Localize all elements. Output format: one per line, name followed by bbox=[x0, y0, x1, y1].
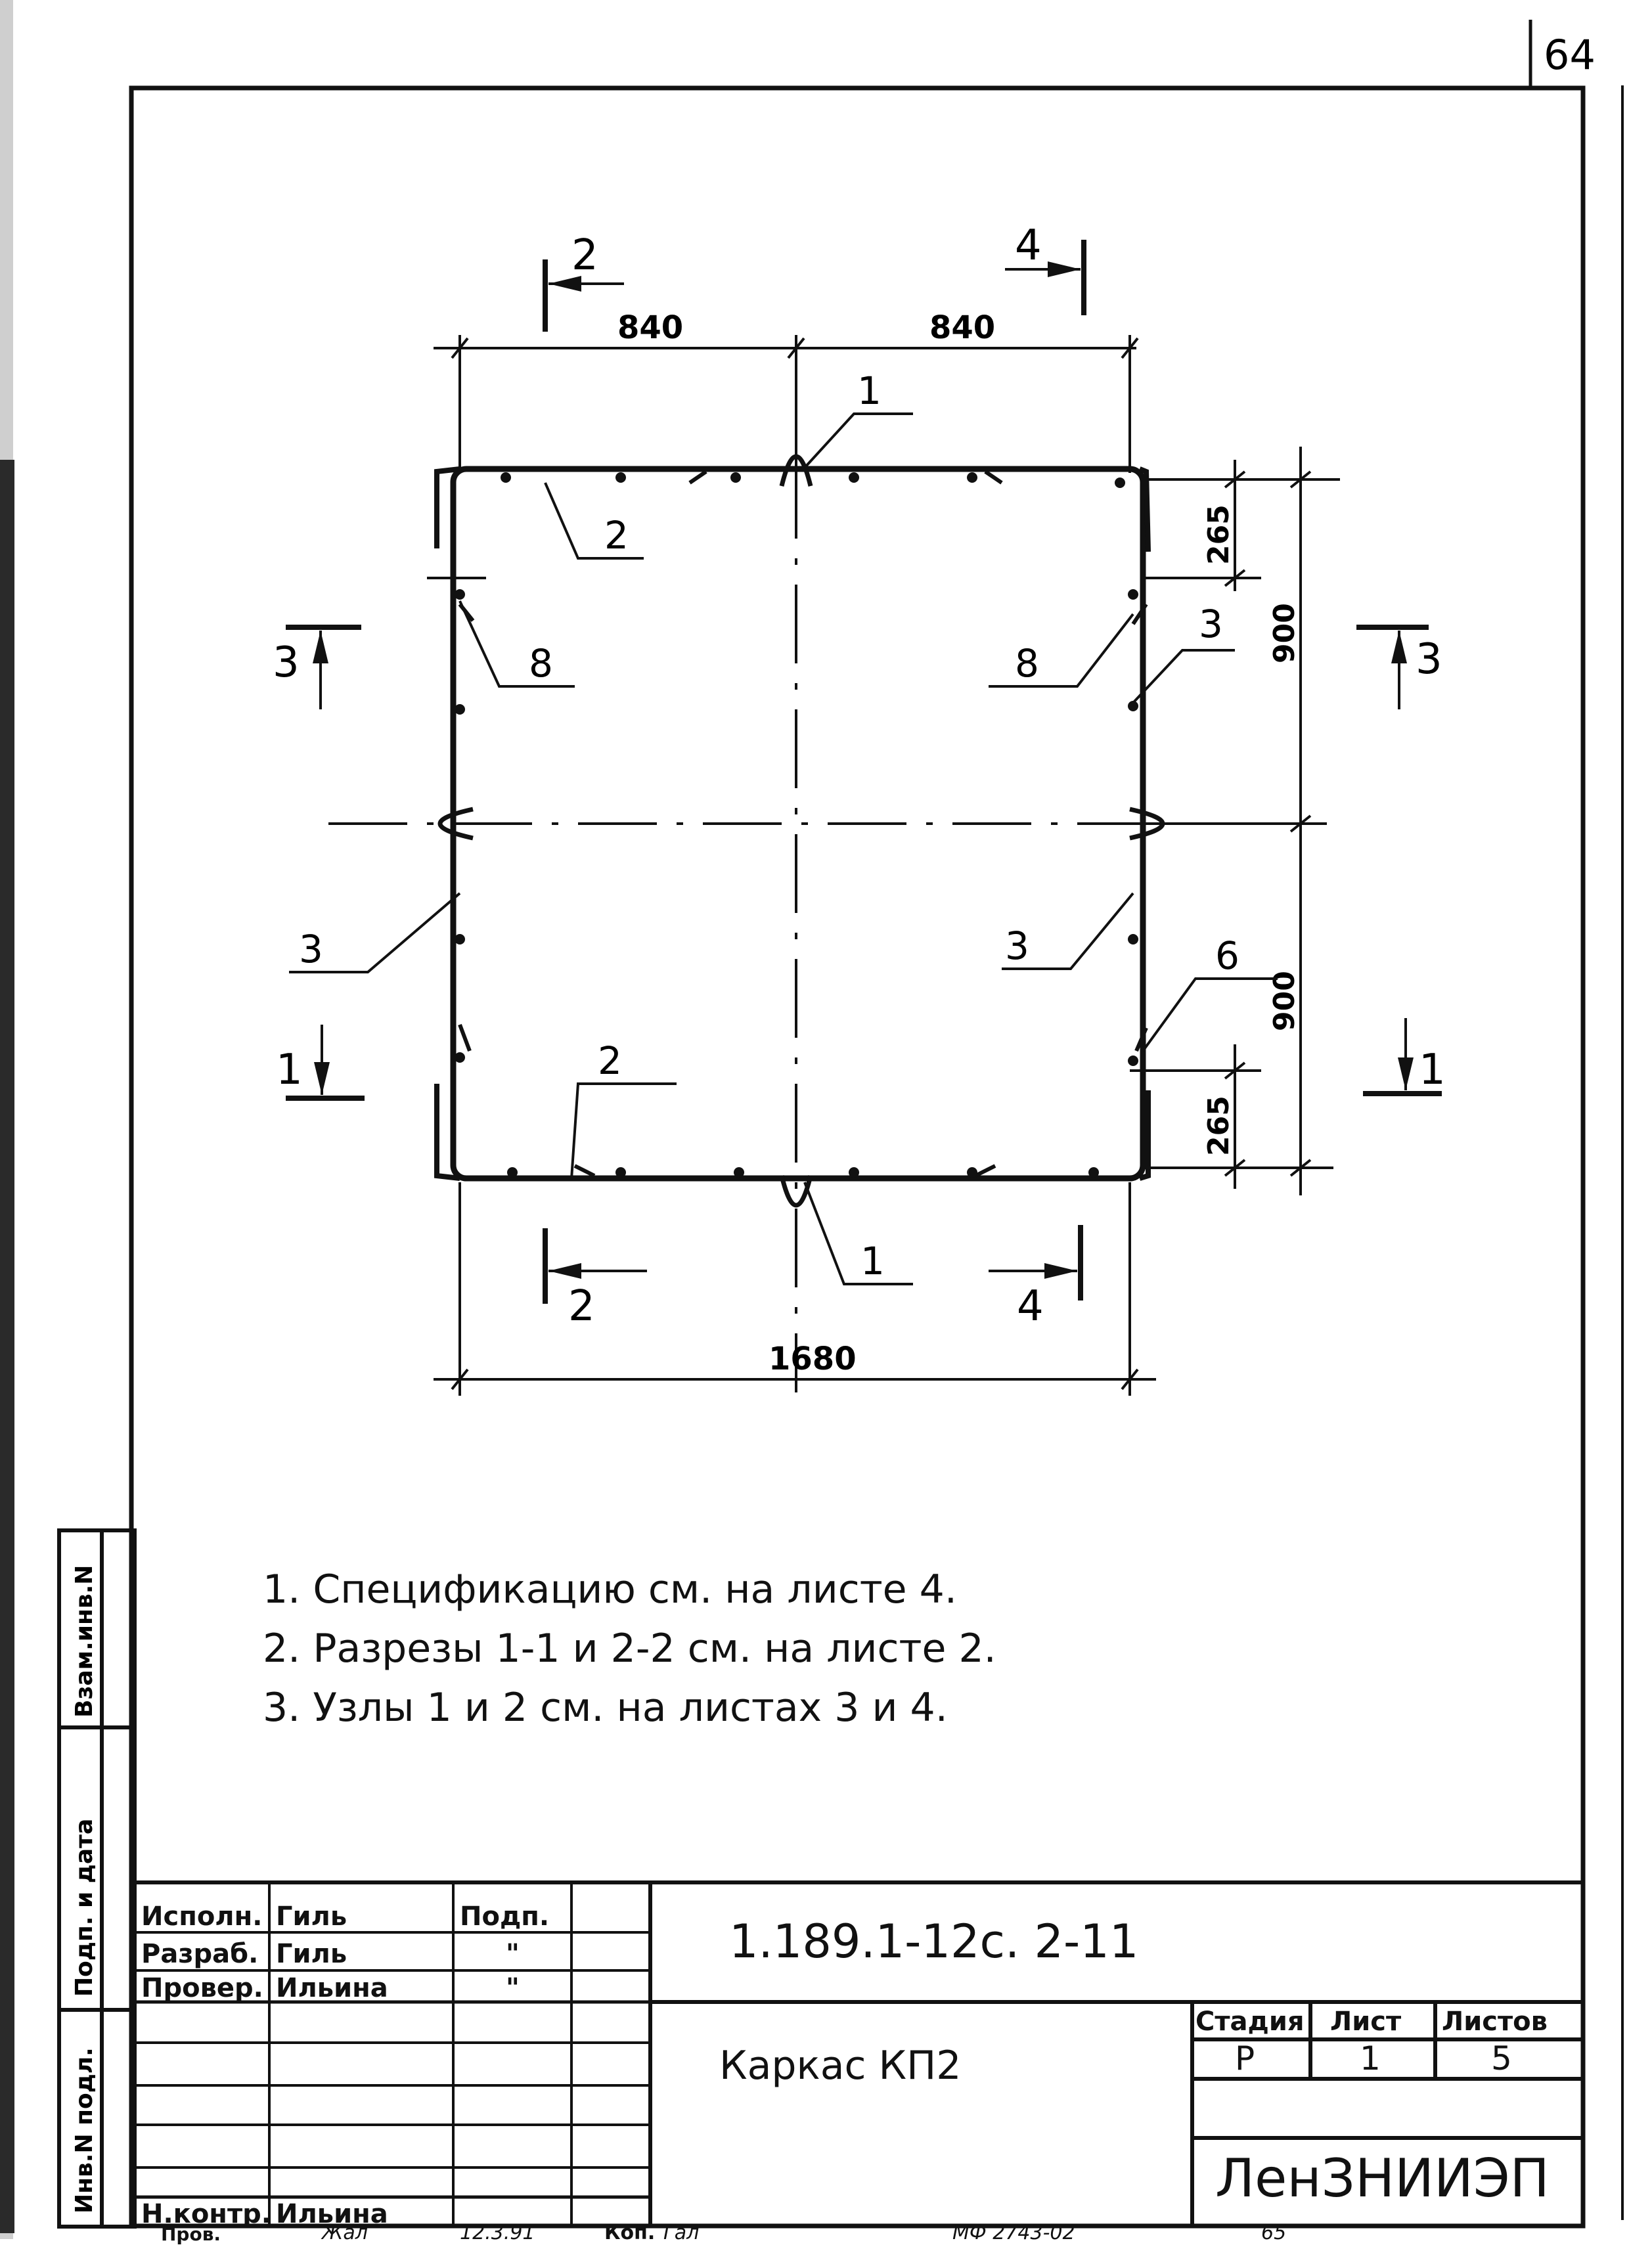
tb-role-ispoln: Исполн. bbox=[141, 1901, 263, 1932]
callout-bar-bottom: 2 bbox=[598, 1038, 622, 1083]
footer-signature: Жал bbox=[322, 2221, 368, 2244]
tb-organization: ЛенЗНИИЭП bbox=[1215, 2148, 1550, 2209]
callout-right-upper-3: 3 bbox=[1199, 602, 1223, 646]
frame-plan bbox=[328, 335, 1327, 1392]
tb-role-prover: Провер. bbox=[141, 1973, 263, 2003]
note-3: 3. Узлы 1 и 2 см. на листах 3 и 4. bbox=[263, 1685, 948, 1731]
dim-right-lower: 900 bbox=[1268, 971, 1301, 1031]
note-2: 2. Разрезы 1-1 и 2-2 см. на листе 2. bbox=[263, 1626, 996, 1672]
section-label-bottom-right: 4 bbox=[1017, 1282, 1044, 1331]
tb-stage: Р bbox=[1235, 2039, 1255, 2078]
sheet-frame bbox=[129, 85, 1586, 2229]
tb-name-razrab: Гиль bbox=[276, 1939, 347, 1969]
footer-archive: МФ 2743-02 bbox=[952, 2221, 1075, 2244]
dim-right-lower-small: 265 bbox=[1202, 1096, 1236, 1156]
section-label-left-lower: 1 bbox=[276, 1046, 303, 1094]
section-label-top-left: 2 bbox=[571, 231, 598, 280]
sheet-corner-number: 64 bbox=[1544, 31, 1596, 79]
rebar-dots bbox=[455, 472, 1138, 1178]
leaders bbox=[289, 412, 1278, 1285]
tb-name-nkontr: Ильина bbox=[276, 2199, 388, 2229]
side-stamp bbox=[57, 1528, 137, 2229]
dim-right-upper-small: 265 bbox=[1202, 504, 1236, 565]
callout-left-upper-8: 8 bbox=[529, 641, 553, 686]
side-stamp-vzam-inv: Взам.инв.N bbox=[71, 1565, 98, 1718]
tb-sheets-header: Листов bbox=[1442, 2007, 1548, 2037]
side-stamp-podp-data: Подп. и дата bbox=[71, 1819, 98, 1997]
callout-right-upper-8: 8 bbox=[1015, 641, 1039, 686]
dim-top-left: 840 bbox=[617, 309, 683, 346]
dim-top-right: 840 bbox=[929, 309, 995, 346]
tb-sheets: 5 bbox=[1491, 2039, 1512, 2078]
footer-date: 12.3.91 bbox=[460, 2221, 535, 2244]
callout-right-lower-6: 6 bbox=[1215, 933, 1239, 978]
callout-left-lower-3: 3 bbox=[299, 927, 323, 971]
callout-node-top: 1 bbox=[857, 368, 882, 413]
callout-node-bottom: 1 bbox=[860, 1239, 885, 1283]
tb-sign-prover: " bbox=[506, 1973, 520, 2003]
tb-item-title: Каркас КП2 bbox=[719, 2043, 962, 2089]
corner-hook-br bbox=[1138, 1090, 1151, 1181]
section-label-right-lower: 1 bbox=[1419, 1046, 1446, 1094]
scan-edge-dark bbox=[0, 460, 14, 2233]
footer-kop: Коп. bbox=[604, 2221, 656, 2244]
callout-bar-top: 2 bbox=[604, 513, 629, 558]
dim-right-upper: 900 bbox=[1268, 603, 1301, 663]
node-left bbox=[437, 807, 474, 841]
tb-designation: 1.189.1-12с. 2-11 bbox=[729, 1915, 1139, 1968]
section-label-bottom-left: 2 bbox=[568, 1282, 595, 1331]
note-1: 1. Спецификацию см. на листе 4. bbox=[263, 1567, 957, 1612]
footer-prov: Пров. bbox=[161, 2223, 221, 2245]
title-block-grid bbox=[135, 1880, 1583, 2226]
side-stamp-inv-podl: Инв.N подл. bbox=[71, 2047, 98, 2213]
tb-name-prover: Ильина bbox=[276, 1973, 388, 2003]
section-label-top-right: 4 bbox=[1015, 221, 1042, 270]
section-label-left-upper: 3 bbox=[273, 638, 300, 687]
corner-hook-tr bbox=[1138, 466, 1151, 552]
tb-sheet-header: Лист bbox=[1330, 2007, 1402, 2037]
callout-right-lower-3: 3 bbox=[1005, 923, 1029, 968]
tb-sign-razrab: " bbox=[506, 1939, 520, 1969]
dimensions bbox=[427, 335, 1340, 1396]
tb-role-razrab: Разраб. bbox=[141, 1939, 259, 1969]
dim-bottom-total: 1680 bbox=[769, 1341, 857, 1377]
tb-role-nkontr: Н.контр. bbox=[141, 2199, 271, 2229]
corner-hook-bl bbox=[434, 1084, 460, 1181]
footer-page: 65 bbox=[1261, 2221, 1287, 2244]
tb-name-ispoln: Гиль bbox=[276, 1901, 347, 1932]
tb-stage-header: Стадия bbox=[1195, 2007, 1305, 2037]
section-markers bbox=[286, 240, 1442, 1304]
tb-sign-header: Подп. bbox=[460, 1901, 550, 1932]
footer-kop-sign: Гал bbox=[663, 2221, 700, 2244]
corner-hook-tl bbox=[434, 466, 460, 548]
section-label-right-upper: 3 bbox=[1416, 635, 1442, 684]
tb-sheet: 1 bbox=[1360, 2039, 1381, 2078]
